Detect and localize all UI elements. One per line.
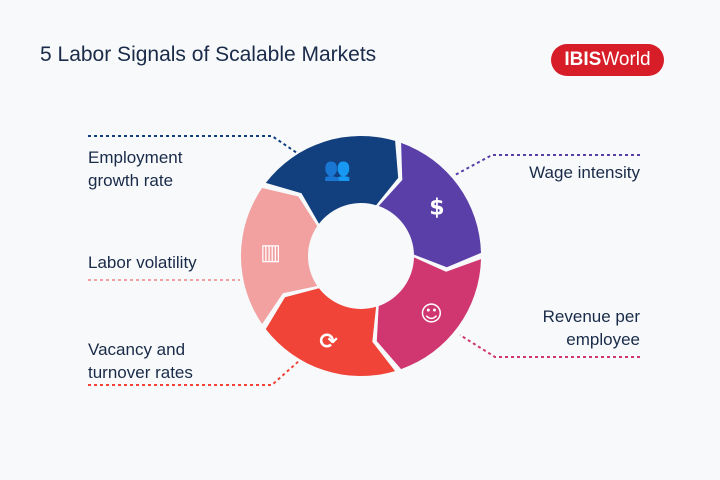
segment-1 — [378, 142, 481, 268]
connector-wage — [454, 154, 640, 176]
connector-vacancy — [88, 359, 301, 386]
declining-chart-icon: ▥ — [260, 240, 281, 265]
page-title: 5 Labor Signals of Scalable Markets — [40, 43, 377, 66]
employee-dollar-icon: ☺ — [420, 302, 443, 327]
connector-revenue — [459, 334, 640, 358]
label-labor-volatility: Labor volatility — [88, 253, 197, 272]
hand-dollar-icon: $ — [429, 196, 444, 221]
people-group-icon: 👥 — [324, 158, 351, 183]
connector-employment — [88, 135, 301, 156]
segment-4 — [240, 188, 318, 324]
segment-3 — [265, 288, 396, 377]
label-wage-intensity: Wage intensity — [529, 163, 640, 182]
ibisworld-logo: IBISWorld — [551, 44, 664, 76]
segment-0 — [265, 135, 399, 224]
segment-2 — [376, 257, 481, 370]
refresh-icon: ⟳ — [319, 330, 338, 355]
